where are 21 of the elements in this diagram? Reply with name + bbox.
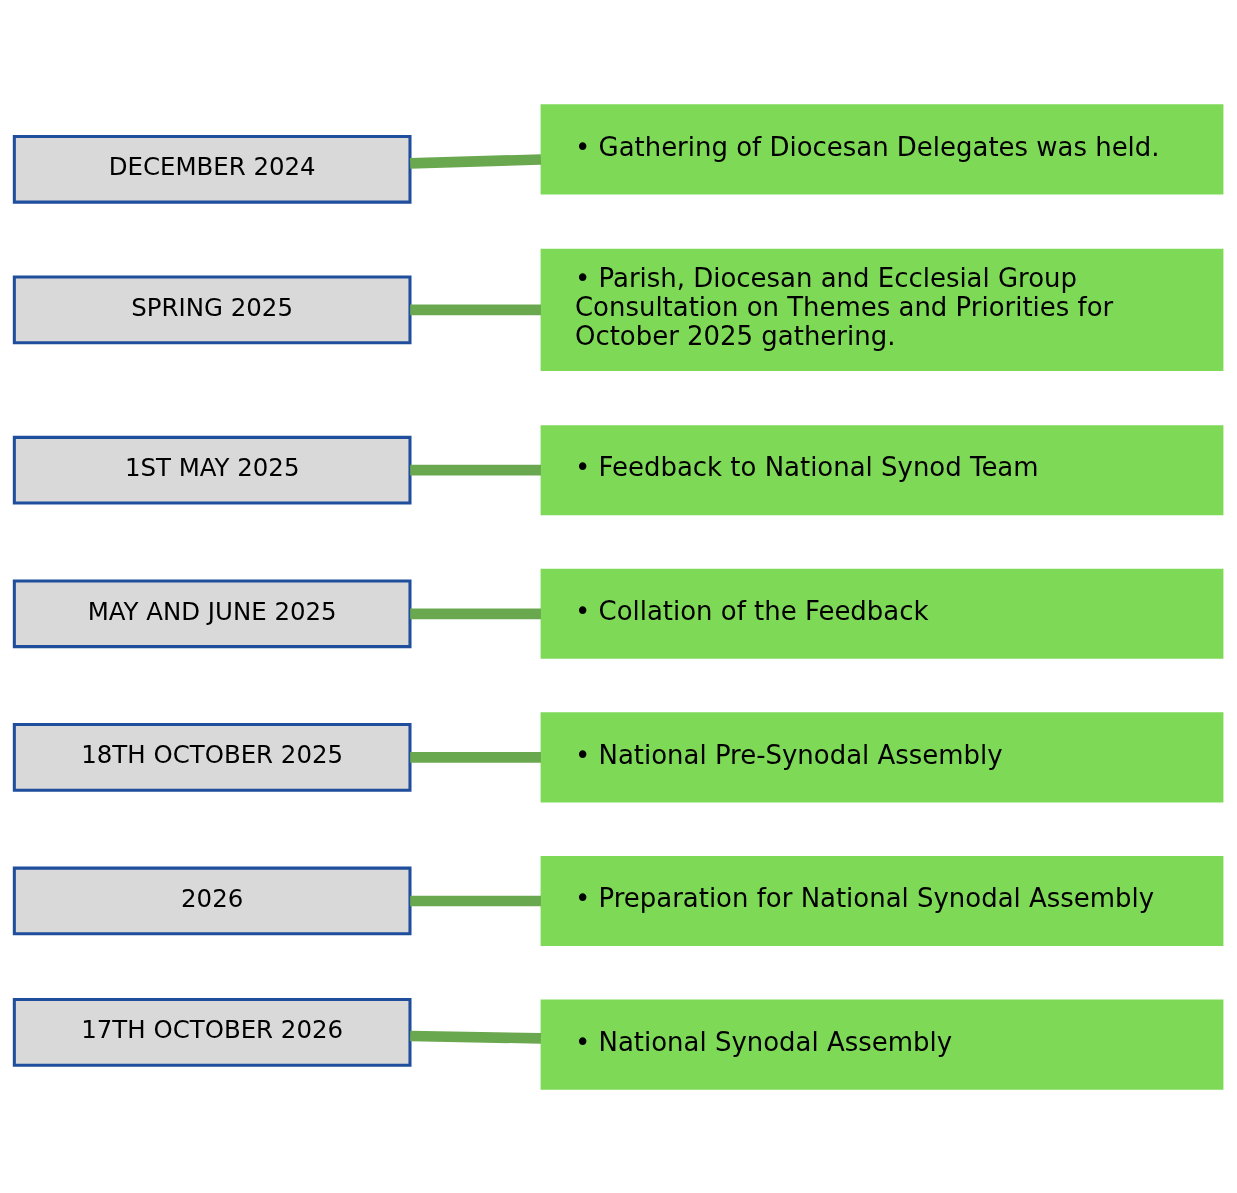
node-box: 18TH OCTOBER 2025: [12, 722, 412, 792]
node-box: 2026: [12, 866, 412, 935]
node-box: • National Pre-Synodal Assembly: [540, 711, 1224, 802]
node-box: • National Synodal Assembly: [540, 999, 1224, 1090]
connector: [410, 303, 541, 315]
connector: [409, 153, 542, 169]
node-box: • Parish, Diocesan and Ecclesial Group Consultation on Themes and Priorities for October 2025 gathering.: [540, 248, 1224, 371]
node-box: • Collation of the Feedback: [540, 568, 1224, 659]
connector: [410, 751, 541, 763]
node-box: MAY AND JUNE 2025: [12, 578, 412, 648]
node-box: • Feedback to National Synod Team: [540, 424, 1224, 515]
connector: [410, 464, 541, 476]
node-box: • Gathering of Diocesan Delegates was held.: [540, 103, 1224, 194]
node-box: 17TH OCTOBER 2026: [12, 997, 412, 1067]
node-box: SPRING 2025: [12, 274, 412, 344]
node-box: 1ST MAY 2025: [12, 435, 412, 505]
connector: [410, 895, 541, 906]
node-box: • Preparation for National Synodal Assembly: [540, 855, 1224, 946]
node-box: DECEMBER 2024: [12, 134, 412, 204]
connector: [410, 607, 541, 619]
connector: [410, 1030, 542, 1044]
